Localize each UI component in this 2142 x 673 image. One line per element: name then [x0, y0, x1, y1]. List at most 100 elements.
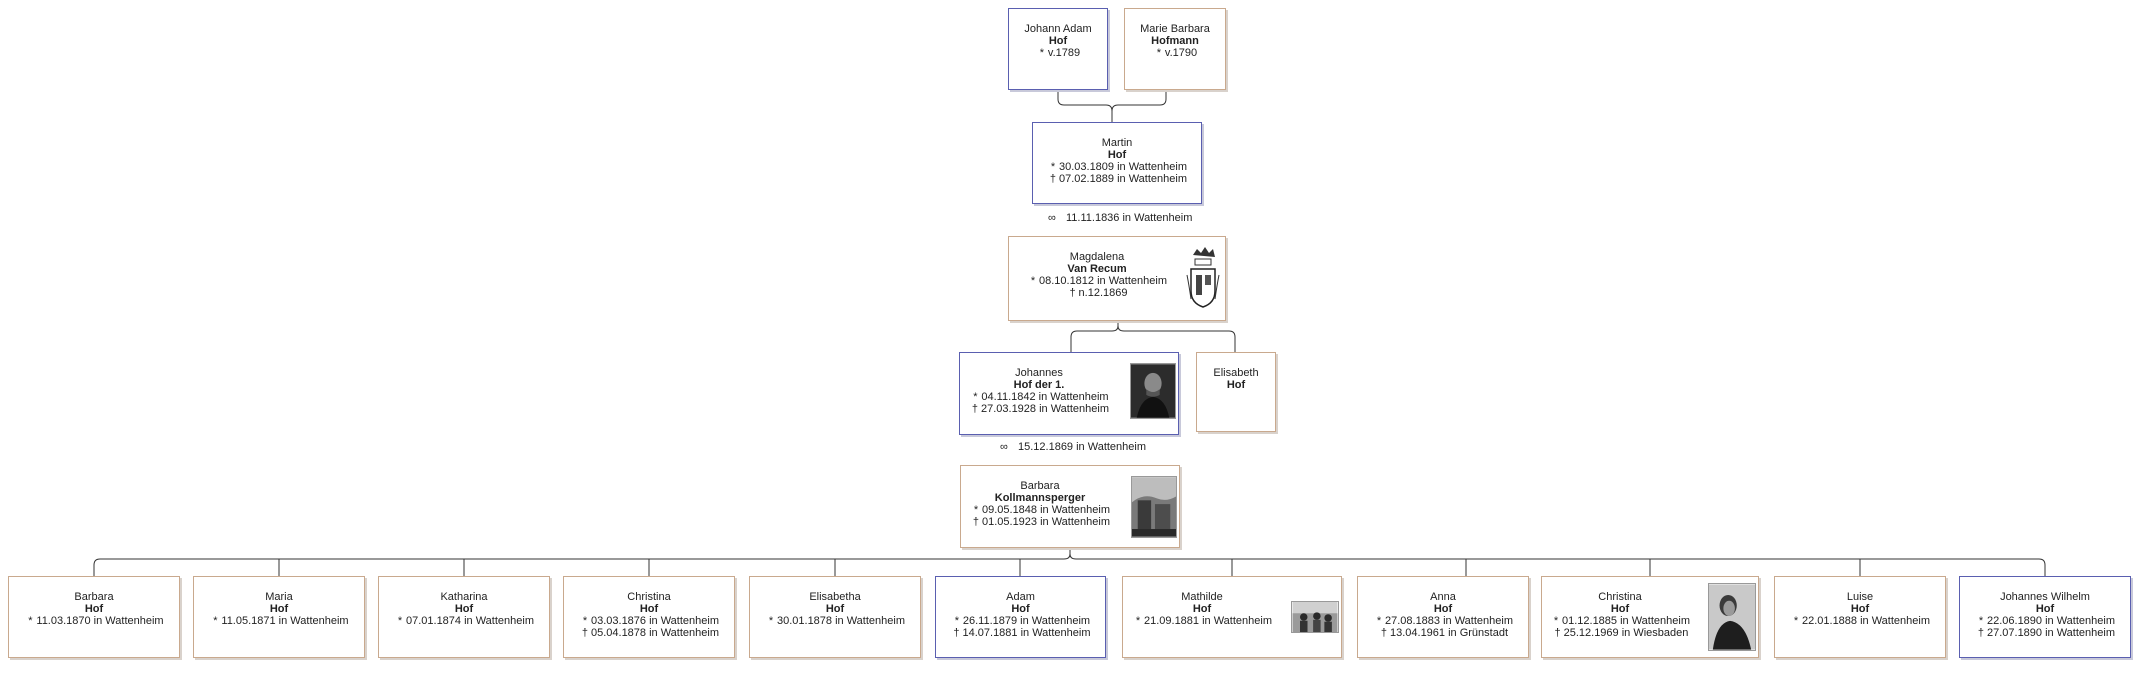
birth-symbol: *: [1050, 161, 1056, 173]
marriage-icon: ∞: [1048, 212, 1056, 224]
surname: Hof: [1850, 603, 1870, 615]
surname: Hof: [454, 603, 474, 615]
person-card-barbara-kollmannsperger[interactable]: Barbara Kollmannsperger *09.05.1848 in W…: [960, 465, 1180, 548]
surname: Van Recum: [1067, 263, 1127, 275]
surname: Hof: [2035, 603, 2055, 615]
birth-symbol: *: [1978, 615, 1984, 627]
death-date: 14.07.1881 in Wattenheim: [962, 627, 1091, 639]
family-photo: [1291, 601, 1339, 633]
person-card-johannes[interactable]: Johannes Hof der 1. *04.11.1842 in Watte…: [959, 352, 1179, 435]
child-card[interactable]: Elisabetha Hof *30.01.1878 in Wattenheim: [749, 576, 921, 658]
birth-symbol: *: [1793, 615, 1799, 627]
surname: Hof: [1011, 603, 1030, 615]
surname: Hof: [1226, 379, 1246, 391]
birth-date: 21.09.1881 in Wattenheim: [1143, 615, 1272, 627]
given-name: Maria: [265, 591, 293, 603]
surname: Hof: [1433, 603, 1453, 615]
child-card[interactable]: Maria Hof *11.05.1871 in Wattenheim: [193, 576, 365, 658]
death-date: 05.04.1878 in Wattenheim: [590, 627, 719, 639]
death-date: n.12.1869: [1078, 287, 1128, 299]
birth-symbol: *: [973, 504, 979, 516]
given-name: Johann Adam: [1024, 23, 1092, 35]
death-date: 13.04.1961 in Grünstadt: [1389, 627, 1509, 639]
portrait-photo: [1708, 583, 1756, 651]
birth-date: 27.08.1883 in Wattenheim: [1384, 615, 1513, 627]
death-symbol: †: [1380, 627, 1388, 639]
death-symbol: †: [1554, 627, 1561, 639]
surname: Hof: [269, 603, 289, 615]
given-name: Elisabeth: [1213, 367, 1259, 379]
portrait-photo: [1131, 476, 1177, 538]
given-name: Elisabetha: [809, 591, 861, 603]
birth-date: 03.03.1876 in Wattenheim: [590, 615, 719, 627]
person-card-magdalena[interactable]: Magdalena Van Recum *08.10.1812 in Watte…: [1008, 236, 1226, 321]
surname: Hof: [825, 603, 845, 615]
birth-symbol: *: [582, 615, 588, 627]
birth-date: 30.01.1878 in Wattenheim: [776, 615, 905, 627]
portrait-photo: [1130, 363, 1176, 419]
death-symbol: †: [581, 627, 589, 639]
surname: Kollmannsperger: [994, 492, 1086, 504]
birth-date: 01.12.1885 in Wattenheim: [1561, 615, 1690, 627]
surname: Hof: [84, 603, 104, 615]
surname: Hofmann: [1151, 35, 1199, 47]
surname: Hof: [1610, 603, 1630, 615]
death-date: 27.07.1890 in Wattenheim: [1986, 627, 2115, 639]
person-card-johann-adam[interactable]: Johann Adam Hof *v.1789: [1008, 8, 1108, 90]
death-symbol: †: [1069, 287, 1076, 299]
child-card[interactable]: Mathilde Hof *21.09.1881 in Wattenheim: [1122, 576, 1342, 658]
given-name: Barbara: [74, 591, 114, 603]
birth-symbol: *: [1030, 275, 1036, 287]
child-card[interactable]: Luise Hof *22.01.1888 in Wattenheim: [1774, 576, 1946, 658]
birth-date: 09.05.1848 in Wattenheim: [981, 504, 1110, 516]
marriage-label-2: ∞15.12.1869 in Wattenheim: [1000, 441, 1146, 453]
marriage-date: 11.11.1836 in Wattenheim: [1066, 212, 1193, 224]
given-name: Anna: [1430, 591, 1456, 603]
given-name: Luise: [1846, 591, 1874, 603]
child-card[interactable]: Christina Hof *03.03.1876 in Wattenheim …: [563, 576, 735, 658]
given-name: Adam: [1006, 591, 1035, 603]
death-symbol: †: [972, 516, 980, 528]
given-name: Christina: [627, 591, 671, 603]
surname: Hof: [1048, 35, 1068, 47]
given-name: Katharina: [440, 591, 488, 603]
child-card[interactable]: Johannes Wilhelm Hof *22.06.1890 in Watt…: [1959, 576, 2131, 658]
person-card-marie-barbara[interactable]: Marie Barbara Hofmann *v.1790: [1124, 8, 1226, 90]
birth-symbol: *: [1039, 47, 1045, 59]
death-date: 01.05.1923 in Wattenheim: [981, 516, 1110, 528]
surname: Hof: [639, 603, 659, 615]
marriage-date: 15.12.1869 in Wattenheim: [1018, 441, 1147, 453]
birth-symbol: *: [213, 615, 218, 627]
surname: Hof der 1.: [1013, 379, 1065, 391]
birth-date: 11.05.1871 in Wattenheim: [221, 615, 349, 627]
birth-symbol: *: [973, 391, 978, 403]
given-name: Johannes: [1015, 367, 1063, 379]
child-card[interactable]: Anna Hof *27.08.1883 in Wattenheim †13.0…: [1357, 576, 1529, 658]
person-card-elisabeth[interactable]: Elisabeth Hof: [1196, 352, 1276, 432]
birth-date: 22.01.1888 in Wattenheim: [1801, 615, 1930, 627]
death-symbol: †: [1977, 627, 1985, 639]
death-date: 07.02.1889 in Wattenheim: [1058, 173, 1187, 185]
birth-date: v.1789: [1047, 47, 1081, 59]
birth-date: 07.01.1874 in Wattenheim: [405, 615, 534, 627]
given-name: Barbara: [1020, 480, 1060, 492]
death-symbol: †: [971, 403, 979, 415]
child-card[interactable]: Adam Hof *26.11.1879 in Wattenheim †14.0…: [935, 576, 1106, 658]
marriage-label-1: ∞ 11.11.1836 in Wattenheim: [1048, 212, 1192, 224]
death-date: 27.03.1928 in Wattenheim: [980, 403, 1109, 415]
death-symbol: †: [953, 627, 960, 639]
birth-date: 22.06.1890 in Wattenheim: [1986, 615, 2115, 627]
child-card[interactable]: Christina Hof *01.12.1885 in Wattenheim …: [1541, 576, 1759, 658]
given-name: Mathilde: [1181, 591, 1223, 603]
birth-symbol: *: [1135, 615, 1141, 627]
given-name: Christina: [1598, 591, 1642, 603]
birth-symbol: *: [1376, 615, 1382, 627]
surname: Hof: [1192, 603, 1212, 615]
person-card-martin[interactable]: Martin Hof *30.03.1809 in Wattenheim †07…: [1032, 122, 1202, 204]
child-card[interactable]: Katharina Hof *07.01.1874 in Wattenheim: [378, 576, 550, 658]
birth-date: v.1790: [1164, 47, 1198, 59]
given-name: Magdalena: [1069, 251, 1125, 263]
child-card[interactable]: Barbara Hof *11.03.1870 in Wattenheim: [8, 576, 180, 658]
birth-date: 04.11.1842 in Wattenheim: [981, 391, 1109, 403]
